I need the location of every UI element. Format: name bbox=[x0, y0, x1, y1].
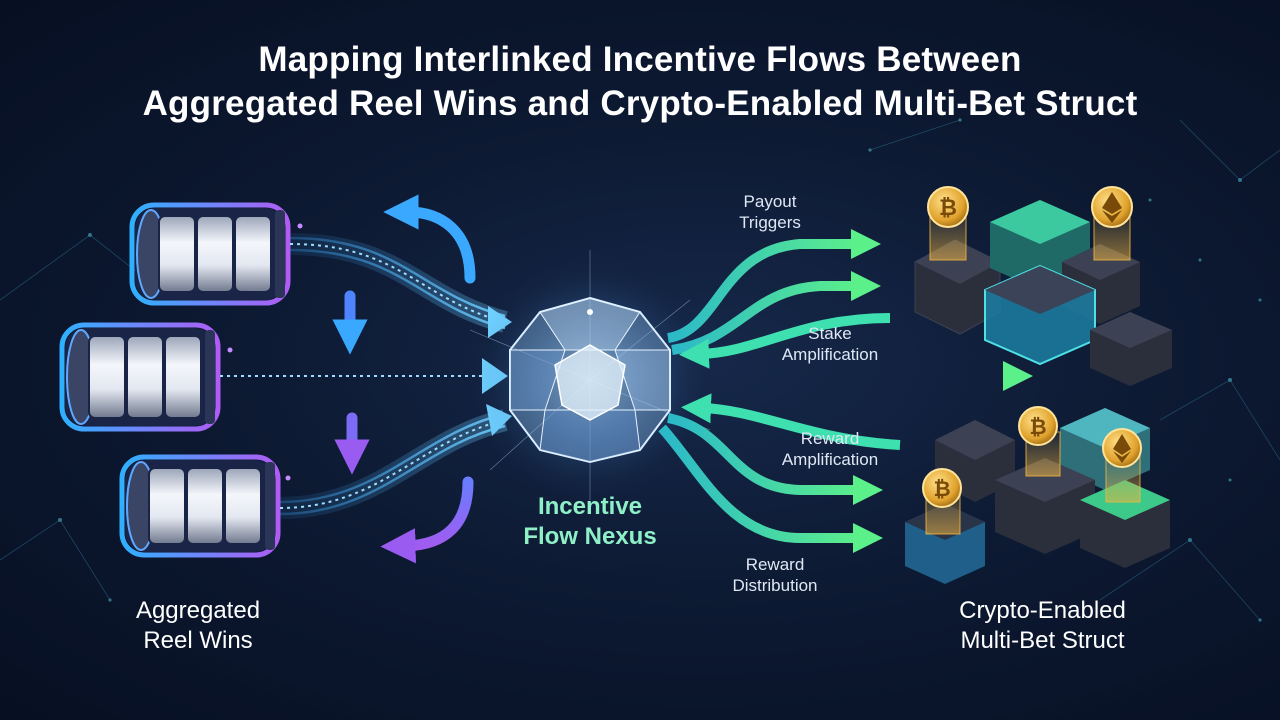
stake-amplification-label: Stake Amplification bbox=[760, 323, 900, 365]
data-stream-bottom bbox=[279, 409, 508, 519]
ethereum-coin-icon bbox=[1091, 186, 1133, 228]
reel-wins-label-line-1: Aggregated bbox=[135, 597, 261, 624]
payout-triggers-label-line-1: Payout bbox=[743, 192, 797, 211]
payout-triggers-label-line-2: Triggers bbox=[739, 213, 801, 232]
stake-amplification-label-line-2: Amplification bbox=[781, 345, 879, 364]
reel-2 bbox=[59, 322, 221, 432]
diagram-title-line-2: Aggregated Reel Wins and Crypto-Enabled … bbox=[142, 84, 1138, 123]
nexus-label-line-2: Flow Nexus bbox=[523, 523, 657, 550]
reward-amplification-label-line-2: Amplification bbox=[781, 450, 879, 469]
crypto-struct-label-line-1: Crypto-Enabled bbox=[959, 597, 1126, 624]
reward-amplification-label-line-1: Reward bbox=[800, 429, 860, 448]
aggregated-reel-wins-label: Aggregated Reel Wins bbox=[88, 596, 308, 656]
diagram-title-line-1: Mapping Interlinked Incentive Flows Betw… bbox=[258, 40, 1022, 79]
svg-text:₿: ₿ bbox=[933, 477, 950, 501]
stake-amplification-label-line-1: Stake bbox=[808, 324, 852, 343]
reel-wins-label-line-2: Reel Wins bbox=[143, 627, 253, 654]
crypto-struct-label-line-2: Multi-Bet Struct bbox=[960, 627, 1125, 654]
flow-reward-distribution bbox=[658, 424, 883, 553]
data-stream-middle bbox=[220, 364, 490, 388]
bitcoin-coin-icon: ₿ bbox=[927, 186, 969, 228]
reel-3 bbox=[119, 454, 281, 558]
reward-amplification-label: Reward Amplification bbox=[760, 428, 900, 470]
nexus-label-line-1: Incentive bbox=[537, 493, 643, 520]
flow-stake-return bbox=[679, 313, 891, 369]
svg-text:₿: ₿ bbox=[1029, 415, 1046, 439]
background-network bbox=[0, 118, 1280, 622]
flow-reward-amplification bbox=[666, 413, 883, 505]
incentive-flow-nexus-label: Incentive Flow Nexus bbox=[490, 492, 690, 552]
flow-payout-triggers-1 bbox=[666, 229, 881, 343]
crypto-multi-bet-struct-label: Crypto-Enabled Multi-Bet Struct bbox=[910, 596, 1175, 656]
flow-reward-return bbox=[681, 393, 901, 450]
reward-distribution-label-line-1: Reward bbox=[745, 555, 805, 574]
bitcoin-coin-icon: ₿ bbox=[922, 468, 962, 508]
reward-distribution-label-line-2: Distribution bbox=[732, 576, 818, 595]
reel-sparkles bbox=[227, 223, 303, 481]
svg-text:₿: ₿ bbox=[939, 196, 957, 221]
reel-1 bbox=[129, 202, 291, 306]
incentive-flow-nexus-gem bbox=[469, 250, 711, 500]
data-stream-top bbox=[289, 233, 508, 333]
payout-triggers-label: Payout Triggers bbox=[700, 191, 840, 233]
crypto-block-cluster-upper bbox=[914, 200, 1172, 386]
bitcoin-coin-icon: ₿ bbox=[1018, 406, 1058, 446]
reward-distribution-label: Reward Distribution bbox=[705, 554, 845, 596]
feedback-arrow-top bbox=[383, 194, 476, 284]
ethereum-coin-icon bbox=[1102, 428, 1142, 468]
feedback-arrow-bottom bbox=[380, 476, 474, 564]
